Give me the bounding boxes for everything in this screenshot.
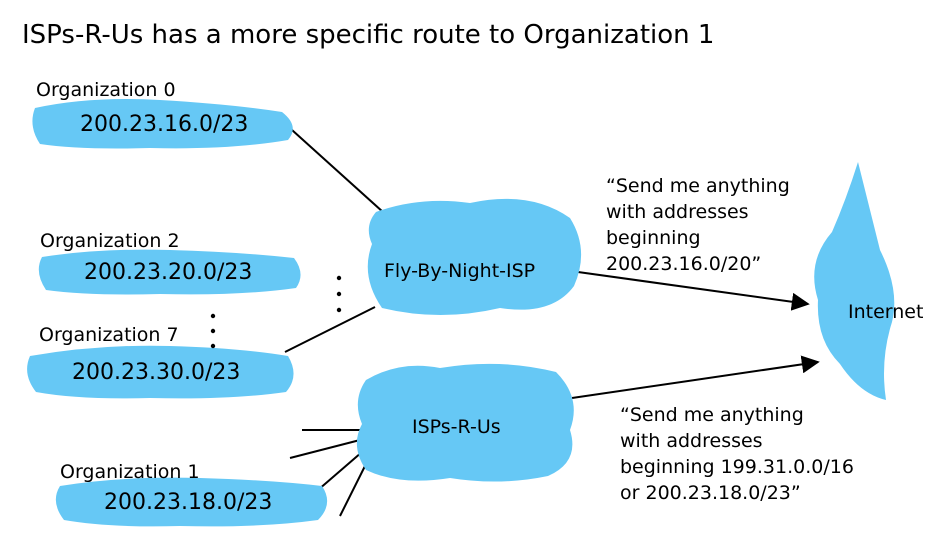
message-line: 200.23.16.0/20” (606, 253, 762, 275)
message-line: with addresses (620, 430, 763, 452)
diagram-title: ISPs-R-Us has a more specific route to O… (22, 20, 715, 50)
internet-cloud (814, 162, 895, 400)
ellipsis-dot (210, 343, 216, 349)
link-rus-internet (571, 355, 820, 399)
org1-label: Organization 1 (60, 461, 200, 483)
fly-by-night-isp-cloud (367, 198, 582, 315)
fly-by-night-isp-label: Fly-By-Night-ISP (384, 260, 536, 282)
link-rus-branch-4 (339, 465, 366, 517)
org2-prefix: 200.23.20.0/23 (84, 260, 253, 285)
fbn-advertisement: “Send me anything with addresses beginning… (606, 173, 790, 277)
message-line: or 200.23.18.0/23” (620, 482, 801, 504)
ellipsis-dot (210, 328, 216, 334)
message-line: with addresses (606, 201, 749, 223)
rus-advertisement: “Send me anything with addresses beginning… (620, 402, 854, 506)
org0-label: Organization 0 (36, 79, 176, 101)
org7-prefix: 200.23.30.0/23 (72, 360, 241, 385)
internet-label: Internet (848, 301, 924, 323)
ellipsis-dot (336, 275, 342, 281)
link-rus-branch-2 (289, 439, 361, 459)
link-org0-fbn (291, 129, 384, 213)
link-rus-branch-3 (317, 451, 363, 491)
org7-cloud (27, 345, 294, 399)
org7-label: Organization 7 (39, 324, 179, 346)
isps-r-us-cloud (356, 363, 574, 482)
org0-cloud (32, 99, 293, 149)
ellipsis-dot (210, 313, 216, 319)
ellipsis-dot (336, 291, 342, 297)
message-line: beginning (606, 227, 701, 249)
isps-r-us-label: ISPs-R-Us (412, 416, 501, 438)
link-org7-fbn (284, 306, 376, 353)
message-line: “Send me anything (620, 404, 804, 426)
ellipsis-dot (336, 307, 342, 313)
org2-cloud (38, 249, 301, 295)
org1-cloud (55, 477, 328, 527)
message-line: beginning 199.31.0.0/16 (620, 456, 854, 478)
org0-prefix: 200.23.16.0/23 (80, 112, 249, 137)
link-fbn-internet (577, 271, 810, 311)
org1-prefix: 200.23.18.0/23 (104, 490, 273, 515)
org2-label: Organization 2 (40, 230, 180, 252)
message-line: “Send me anything (606, 175, 790, 197)
